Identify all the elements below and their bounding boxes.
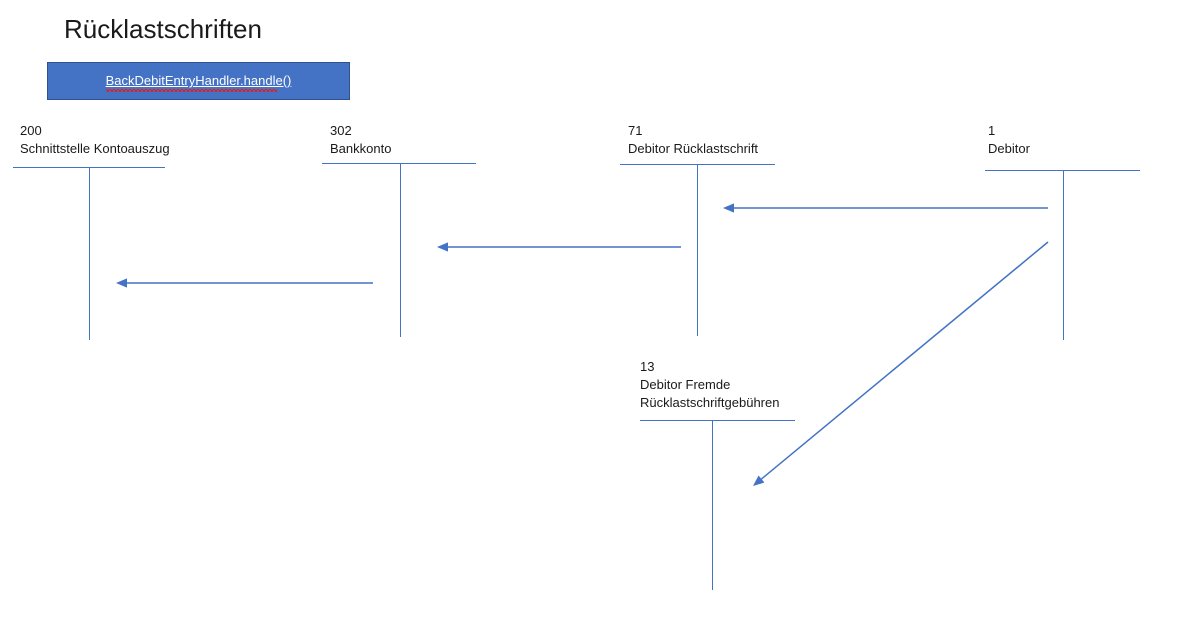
lifeline-rule-debitor: [985, 170, 1140, 171]
lifeline-name-line-2: Rücklastschriftgebühren: [640, 395, 780, 410]
message-arrowhead: [723, 203, 734, 213]
lifeline-name: Debitor Fremde: [640, 377, 731, 392]
lifeline-id: 1: [988, 123, 996, 138]
lifeline-rule-bankkonto: [322, 163, 476, 164]
message-debitor-ruecklastschrift-to-bankkonto: [437, 242, 681, 252]
lifeline-stem-schnittstelle-kontoauszug: [89, 167, 90, 340]
lifeline-stem-bankkonto: [400, 163, 401, 337]
lifeline-id: 71: [628, 123, 643, 138]
lifeline-name: Debitor Rücklastschrift: [628, 141, 759, 156]
lifeline-name: Schnittstelle Kontoauszug: [20, 141, 170, 156]
handler-button[interactable]: BackDebitEntryHandler.handle(): [47, 62, 350, 100]
lifeline-name: Bankkonto: [330, 141, 392, 156]
message-arrowhead: [753, 475, 765, 486]
message-arrowhead: [116, 278, 127, 288]
message-debitor-to-debitor-fremde-gebuehren: [753, 241, 1049, 486]
lifeline-id: 13: [640, 359, 655, 374]
lifeline-stem-debitor-ruecklastschrift: [697, 164, 698, 336]
handler-button-label: BackDebitEntryHandler.handle(): [105, 73, 292, 92]
message-debitor-to-debitor-ruecklastschrift: [723, 203, 1048, 213]
message-shaft: [760, 241, 1049, 480]
lifeline-id: 200: [20, 123, 42, 138]
lifeline-stem-debitor: [1063, 170, 1064, 340]
lifeline-rule-debitor-fremde: [640, 420, 795, 421]
lifeline-id: 302: [330, 123, 352, 138]
lifeline-name: Debitor: [988, 141, 1030, 156]
lifeline-stem-debitor-fremde: [712, 420, 713, 590]
page-title: Rücklastschriften: [64, 14, 262, 44]
message-bankkonto-to-schnittstelle-kontoauszug: [116, 278, 373, 288]
message-arrowhead: [437, 242, 448, 252]
